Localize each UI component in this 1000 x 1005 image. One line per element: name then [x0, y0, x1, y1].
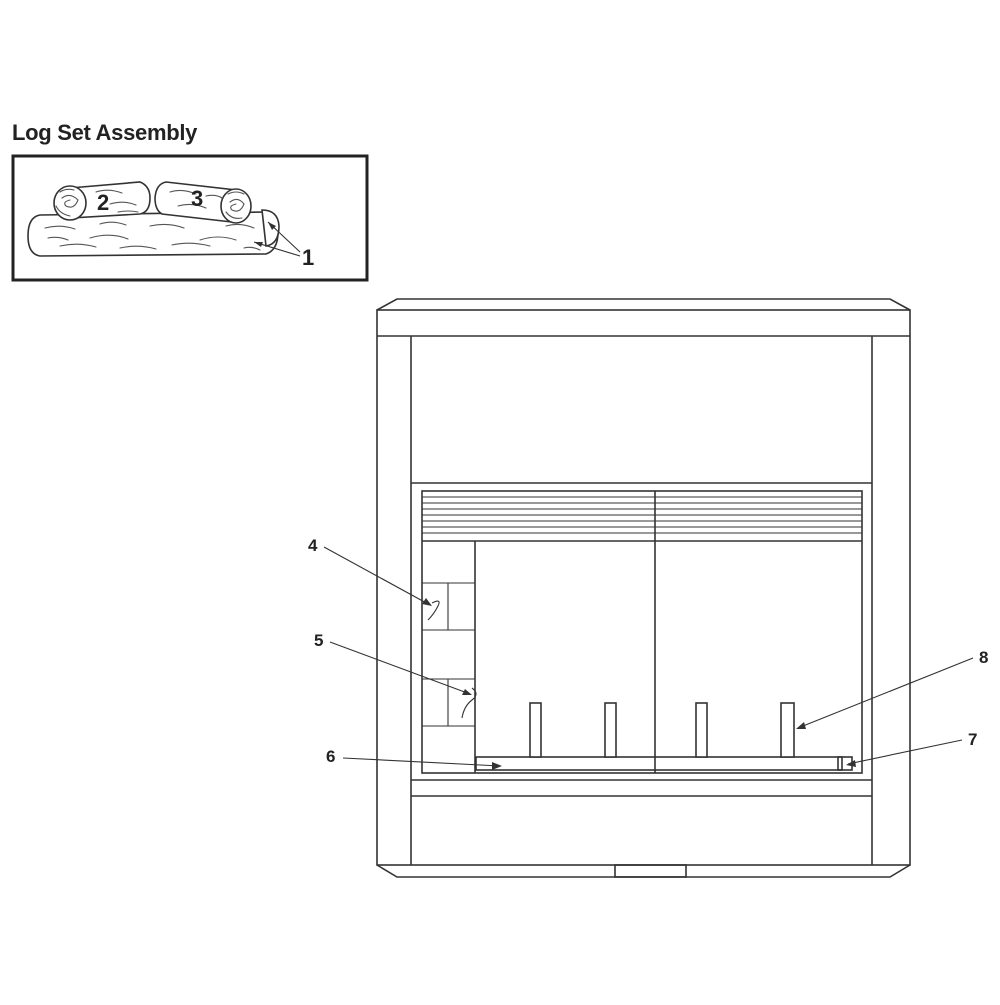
log-set-inset: 2 3 1 — [11, 154, 369, 282]
callouts: 4 5 6 7 8 — [308, 536, 988, 770]
louver-grille — [422, 496, 862, 542]
log-3 — [154, 181, 252, 224]
callout-4-leader — [323, 546, 431, 606]
callout-6-leader — [342, 757, 501, 767]
diagram-title: Log Set Assembly — [12, 120, 198, 145]
grate-post — [604, 702, 617, 758]
callout-4-label: 4 — [308, 536, 318, 555]
wire-4 — [427, 600, 440, 621]
bottom-trim — [376, 864, 911, 878]
log-1 — [27, 209, 280, 257]
callout-8-arrowhead — [796, 722, 806, 729]
callout-5-label: 5 — [314, 631, 323, 650]
callout-1-label: 1 — [302, 245, 314, 270]
side-brick-panel — [422, 541, 476, 773]
fireplace-unit — [376, 298, 911, 878]
callout-7-leader — [847, 739, 963, 765]
callout-5-leader — [329, 641, 471, 695]
callout-7-label: 7 — [968, 730, 977, 749]
callout-5-arrowhead — [462, 689, 472, 695]
callout-6-arrowhead — [492, 762, 502, 770]
callout-8-leader — [797, 657, 974, 729]
grate-post — [695, 702, 708, 758]
callout-7-arrowhead — [846, 760, 856, 767]
top-trim — [376, 298, 911, 311]
grate-post — [780, 702, 795, 758]
firebox-opening — [421, 490, 863, 774]
callout-6-label: 6 — [326, 747, 335, 766]
grate-post — [529, 702, 542, 758]
callout-4-arrowhead — [422, 598, 432, 606]
callout-1-arrowhead-upper — [268, 222, 276, 230]
wire-5 — [461, 687, 477, 719]
callout-8-label: 8 — [979, 648, 988, 667]
callout-3-label: 3 — [191, 186, 203, 211]
bottom-trim-center-tab — [614, 864, 687, 878]
outer-surround — [376, 309, 911, 866]
callout-2-label: 2 — [97, 190, 109, 215]
callout-1-arrowhead-lower — [254, 242, 263, 247]
log-2 — [53, 181, 151, 221]
grate-bar — [475, 756, 843, 771]
